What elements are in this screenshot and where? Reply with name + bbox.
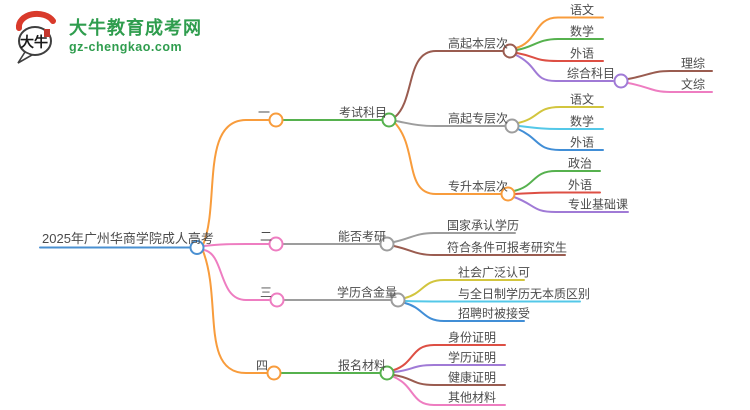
- gqz-waiyu-label: 外语: [570, 136, 594, 150]
- branch3-label-dot: [390, 292, 406, 308]
- zonghekemu-dot: [613, 73, 629, 89]
- branch1-index-label: 一: [258, 106, 270, 120]
- gqz-shuxue-label: 数学: [570, 114, 594, 129]
- edge-root-branch2: [203, 243, 270, 247]
- branch2-label-dot: [379, 236, 395, 252]
- xuelizhengming-label: 学历证明: [448, 350, 496, 365]
- edge-zsb-waiyu: [514, 191, 601, 195]
- zhuanshengben-dot: [500, 186, 516, 202]
- fuhetiaojian-label: 符合条件可报考研究生: [447, 240, 567, 255]
- gqb-waiyu-label: 外语: [570, 47, 594, 61]
- branch4-label-dot: [379, 365, 395, 381]
- branch1-label: 考试科目: [339, 105, 387, 120]
- edge-zhk-wenzong: [627, 82, 713, 93]
- edge-zsb-zhuanyejichuke: [513, 196, 629, 213]
- edge-b1-gaoqizhuan: [395, 120, 506, 127]
- daniu-bubble-icon: 大牛: [15, 10, 56, 64]
- logo-seal: [44, 29, 50, 37]
- gqb-shuxue-label: 数学: [570, 24, 594, 39]
- edge-b1-zhuanshengben: [394, 122, 502, 195]
- edge-gqb-yuwen: [515, 16, 604, 49]
- edge-gqb-shuxue: [516, 38, 604, 51]
- edge-b1-gaoqiben: [394, 50, 504, 118]
- branch4-label: 报名材料: [338, 358, 386, 373]
- guojiachengren-label: 国家承认学历: [447, 218, 519, 233]
- shenfenzhengming-label: 身份证明: [448, 330, 496, 345]
- edge-b4-xueli: [393, 364, 506, 373]
- site-domain: gz-chengkao.com: [69, 40, 183, 55]
- branch2-index-dot: [268, 236, 284, 252]
- edge-b3-wuquebie: [404, 300, 581, 303]
- edge-gqz-waiyu: [517, 128, 604, 151]
- root-node-dot: [189, 240, 205, 255]
- jiankangzhengming-label: 健康证明: [448, 370, 496, 385]
- edge-b4-shenfen: [393, 344, 506, 371]
- gaoqiben-dot: [502, 43, 518, 59]
- branch2-index-label: 二: [260, 230, 272, 244]
- logo-red-arc: [15, 10, 56, 31]
- edge-zhk-lizong: [627, 70, 713, 80]
- branch2-label: 能否考研: [338, 230, 386, 244]
- edge-b3-zhaopinjieshou: [404, 302, 525, 322]
- gqz-yuwen-label: 语文: [570, 92, 594, 107]
- wenzong-label: 文综: [681, 77, 705, 92]
- wuquebie-label: 与全日制学历无本质区别: [458, 286, 590, 301]
- gaoqiben-label: 高起本层次: [448, 36, 508, 51]
- zsb-waiyu-label: 外语: [568, 178, 592, 192]
- edge-b4-qita: [393, 376, 506, 406]
- logo-bubble: [18, 26, 52, 56]
- qitacailiao-label: 其他材料: [448, 391, 496, 405]
- edge-gqz-shuxue: [518, 125, 604, 130]
- edge-gqb-zonghekemu: [515, 54, 614, 82]
- shehuirenke-label: 社会广泛认可: [458, 265, 530, 280]
- root-label: 2025年广州华商学院成人高考: [42, 231, 214, 246]
- edge-root-branch4: [202, 250, 268, 374]
- lizong-label: 理综: [681, 57, 705, 71]
- edge-b4-jiankang: [393, 374, 506, 386]
- edge-root-branch3: [203, 249, 270, 301]
- logo-text-block: 大牛教育成考网 gz-chengkao.com: [69, 18, 202, 55]
- edge-root-branch1: [202, 119, 270, 246]
- branch3-label: 学历含金量: [337, 285, 397, 300]
- branch1-index-dot: [268, 112, 284, 128]
- edge-gqb-waiyu: [516, 52, 604, 62]
- branch3-index-label: 三: [260, 286, 272, 300]
- gaoqizhuan-dot: [504, 118, 520, 134]
- gaoqizhuan-label: 高起专层次: [448, 111, 508, 126]
- edge-b2-fuhetiaojian: [393, 245, 566, 256]
- zsb-zhuanyejichuke-label: 专业基础课: [568, 197, 628, 212]
- zhuanshengben-label: 专升本层次: [448, 179, 508, 194]
- branch1-label-dot: [381, 112, 397, 128]
- zhaopinjieshou-label: 招聘时被接受: [458, 306, 530, 321]
- gqb-yuwen-label: 语文: [570, 2, 594, 17]
- edge-b2-guojiachengren: [393, 232, 516, 243]
- branch3-index-dot: [269, 292, 285, 308]
- site-logo: 大牛 大牛教育成考网 gz-chengkao.com: [12, 8, 202, 64]
- edge-b3-shehuirenke: [404, 279, 525, 299]
- site-name: 大牛教育成考网: [69, 17, 202, 38]
- branch4-index-label: 四: [256, 359, 268, 373]
- edge-gqz-yuwen: [517, 106, 604, 124]
- zsb-zhengzhi-label: 政治: [568, 157, 592, 171]
- branch4-index-dot: [266, 365, 282, 381]
- logo-icon-text: 大牛: [20, 34, 48, 50]
- zonghekemu-label: 综合科目: [567, 66, 615, 81]
- edge-zsb-zhengzhi: [513, 170, 601, 192]
- logo-bubble-tail: [17, 50, 34, 64]
